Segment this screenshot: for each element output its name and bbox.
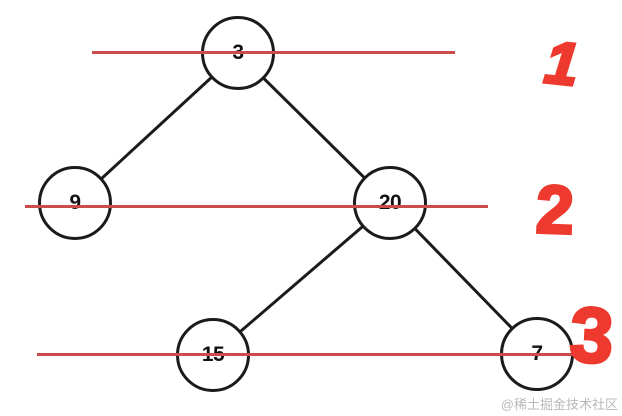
level-line-2 [25, 205, 488, 208]
level-annotation-2: 2 [533, 170, 576, 250]
level-annotation-1: 1 [540, 27, 583, 100]
node-value: 9 [69, 191, 81, 214]
edge-20-15 [212, 201, 391, 357]
tree-node-left: 9 [38, 166, 112, 240]
level-line-1 [92, 51, 455, 54]
level-annotation-3: 3 [566, 288, 617, 381]
node-value: 20 [378, 191, 402, 214]
tree-node-right: 20 [353, 166, 427, 240]
level-line-3 [37, 353, 586, 356]
watermark: @稀土掘金技术社区 [500, 397, 618, 412]
